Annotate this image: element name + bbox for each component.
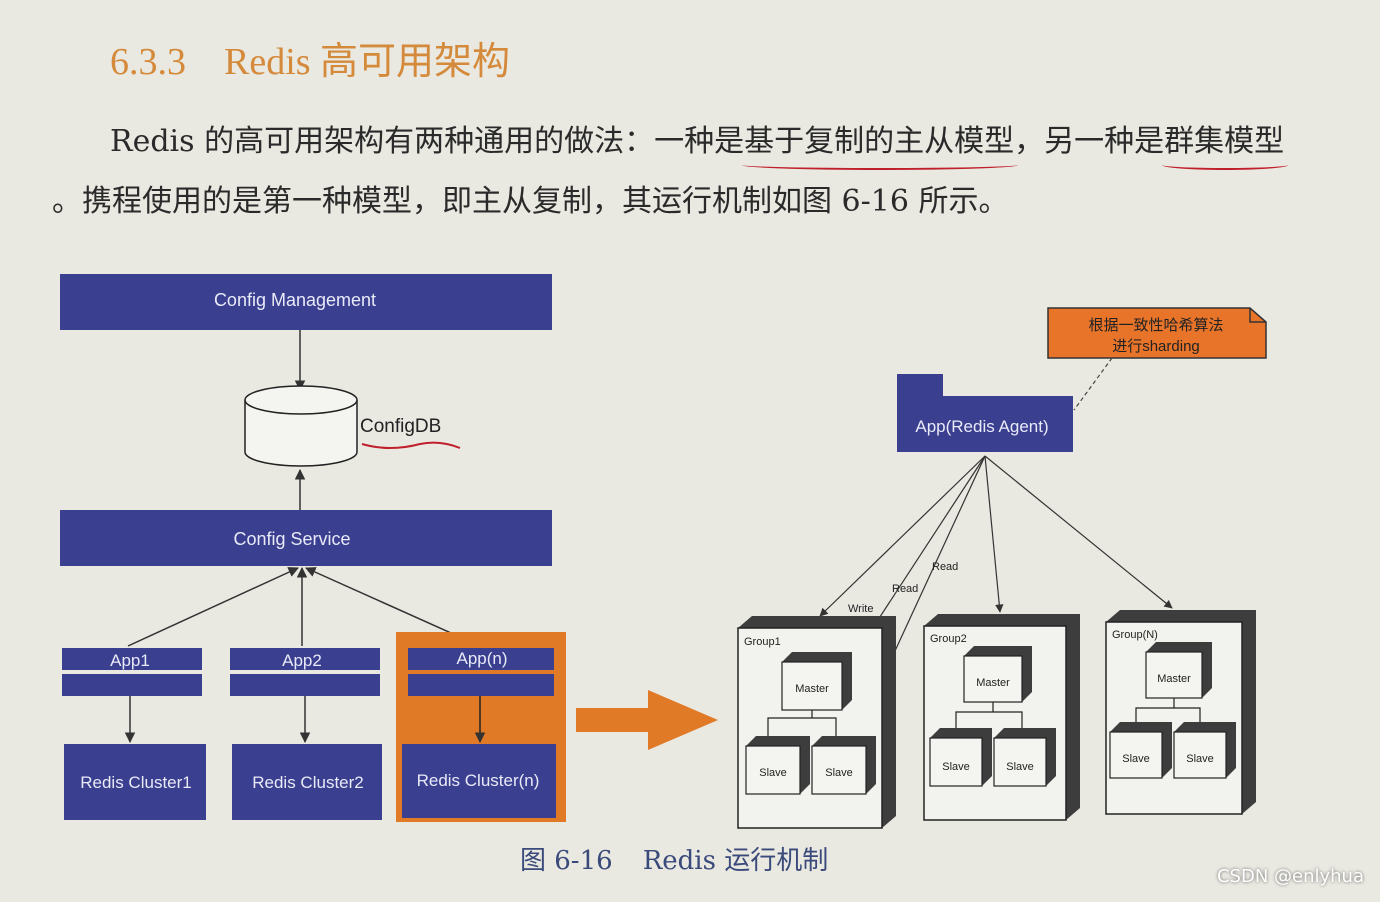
config-db-cylinder	[244, 385, 358, 467]
app1-label: App1	[110, 651, 150, 670]
edge-label-write: Write	[848, 603, 873, 615]
config-management-label: Config Management	[214, 290, 376, 310]
group2-master-cube	[963, 646, 1032, 703]
groupn-slave2-cube	[1173, 722, 1236, 779]
group2-tree-lines	[955, 702, 1023, 734]
app2-label: App2	[282, 651, 322, 670]
redis-clustern-label: Redis Cluster(n)	[417, 771, 540, 790]
groupn-slave2-label: Slave	[1186, 753, 1214, 765]
line-agent-to-group1	[819, 455, 986, 617]
group2-slave2-cube	[993, 728, 1056, 787]
group1-master-label: Master	[795, 683, 829, 695]
figure-number: 图 6-16	[520, 846, 613, 876]
group2-slave1-cube	[929, 728, 992, 787]
group1-slave1-cube	[745, 736, 810, 795]
groupn-master-label: Master	[1157, 673, 1191, 685]
group2-slave2-label: Slave	[1006, 761, 1034, 773]
group1-master-cube	[781, 652, 852, 711]
redis-cluster2-label: Redis Cluster2	[252, 773, 364, 792]
redis-clustern-box	[402, 744, 556, 818]
config-db-red-underline	[361, 441, 461, 449]
underlined-master-slave-model: 基于复制的主从模型	[742, 112, 1019, 172]
sharding-note	[1047, 307, 1267, 359]
edge-label-read-1: Read	[932, 561, 958, 573]
group2-slave1-label: Slave	[942, 761, 970, 773]
body-paragraph: Redis 的高可用架构有两种通用的做法：一种是基于复制的主从模型，另一种是群集…	[52, 112, 1292, 232]
group1-tree-lines	[767, 710, 837, 742]
paragraph-text-2: ，另一种是	[1014, 124, 1165, 159]
line-agent-to-group2	[984, 455, 1004, 613]
group1-slave2-cube	[811, 736, 876, 795]
big-orange-arrow	[576, 690, 718, 750]
app1-box	[62, 648, 202, 696]
redis-cluster2-box	[232, 744, 382, 820]
paragraph-text-3: 。携程使用的是第一种模型，即主从复制，其运行机制如图 6-16 所示。	[52, 184, 1009, 219]
redis-agent-box	[897, 374, 1073, 452]
config-db-label: ConfigDB	[360, 416, 441, 437]
section-title: Redis 高可用架构	[224, 41, 511, 83]
group1-label: Group1	[744, 636, 781, 648]
redis-agent-label: App(Redis Agent)	[915, 417, 1048, 436]
sharding-note-line2: 进行sharding	[1112, 338, 1200, 355]
group1-slave2-label: Slave	[825, 767, 853, 779]
redis-cluster1-box	[64, 744, 206, 820]
section-number: 6.3.3	[110, 41, 186, 83]
groupn-slave1-cube	[1109, 722, 1172, 779]
config-service-label: Config Service	[233, 529, 350, 549]
app2-box	[230, 648, 380, 696]
groupn-master-cube	[1145, 642, 1212, 699]
group2-master-label: Master	[976, 677, 1010, 689]
group2-label: Group2	[930, 633, 967, 645]
sharding-note-line1: 根据一致性哈希算法	[1088, 316, 1223, 334]
groupn-tree-lines	[1135, 698, 1201, 728]
config-service-box	[60, 510, 552, 566]
section-heading: 6.3.3 Redis 高可用架构	[110, 30, 510, 85]
appn-box	[408, 648, 554, 696]
csdn-watermark: CSDN @enlyhua	[1216, 866, 1364, 887]
groupn-label: Group(N)	[1112, 629, 1158, 641]
redis-cluster1-label: Redis Cluster1	[80, 773, 192, 792]
underlined-cluster-model: 群集模型	[1162, 112, 1289, 172]
note-connector	[1073, 357, 1113, 411]
edge-label-read-2: Read	[892, 583, 918, 595]
figure-caption: 图 6-16 Redis 运行机制	[520, 840, 828, 877]
paragraph-text-1: Redis 的高可用架构有两种通用的做法：一种是	[110, 124, 745, 159]
line-agent-to-groupn	[984, 455, 1173, 609]
arrow-app1-to-service	[127, 567, 299, 647]
figure-title: Redis 运行机制	[642, 846, 829, 876]
config-management-box	[60, 274, 552, 330]
groupn-slave1-label: Slave	[1122, 753, 1150, 765]
appn-label: App(n)	[456, 649, 507, 668]
group1-slave1-label: Slave	[759, 767, 787, 779]
